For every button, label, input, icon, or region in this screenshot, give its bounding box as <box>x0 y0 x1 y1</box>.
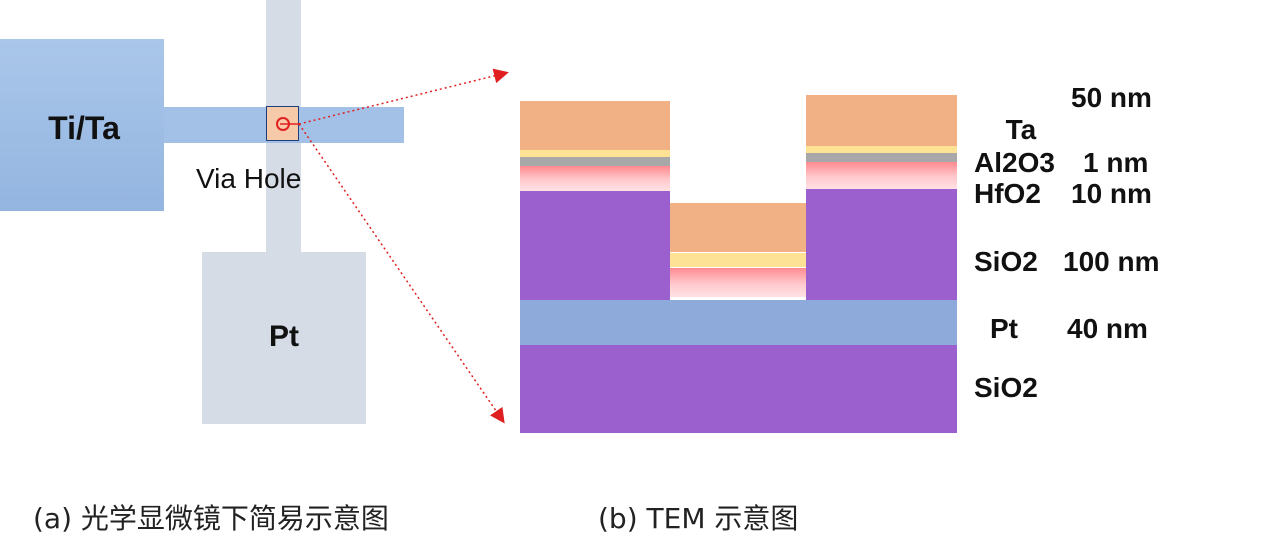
right-yellow-layer <box>806 146 957 153</box>
middle-yellow-layer <box>670 252 806 268</box>
zoom-arrow-top <box>298 68 509 125</box>
layer-name-ta: Ta <box>1005 114 1037 145</box>
ti-ta-pad <box>0 39 164 211</box>
label-sio2: SiO2 <box>974 246 1038 277</box>
left-hfo2-layer <box>520 166 670 191</box>
thickness-hfo2: 10 nm <box>1071 178 1152 209</box>
bottom-sio2-layer <box>520 345 957 433</box>
label-hfo2: HfO2 <box>974 178 1041 209</box>
left-ta-layer <box>520 101 670 150</box>
right-ta-layer <box>806 95 957 146</box>
ti-ta-pad-label: Ti/Ta <box>48 110 120 146</box>
label-al2o3: Al2O3 <box>974 147 1055 178</box>
left-al2o3-layer <box>520 157 670 166</box>
label-pt: Pt <box>990 313 1018 344</box>
zoom-arrow-bottom <box>298 123 505 424</box>
right-sio2-column <box>806 189 957 300</box>
thickness-ta: 50 nm <box>1071 82 1152 113</box>
middle-ta-layer <box>670 203 806 252</box>
right-hfo2-layer <box>806 162 957 189</box>
label-bottom-sio2: SiO2 <box>974 372 1038 403</box>
thickness-sio2: 100 nm <box>1063 246 1160 277</box>
left-yellow-layer <box>520 150 670 157</box>
pt-layer <box>520 300 957 345</box>
label-ta: Ta <box>990 82 1037 146</box>
pt-pad <box>202 252 366 424</box>
left-sio2-column <box>520 191 670 300</box>
caption-b: (b) TEM 示意图 <box>598 502 799 535</box>
pt-pad-label: Pt <box>269 320 299 353</box>
thickness-pt: 40 nm <box>1067 313 1148 344</box>
caption-a: (a) 光学显微镜下简易示意图 <box>33 502 389 535</box>
middle-hfo2-layer <box>670 268 806 297</box>
thickness-al2o3: 1 nm <box>1083 147 1149 178</box>
right-al2o3-layer <box>806 153 957 162</box>
via-hole-label: Via Hole <box>196 163 302 194</box>
